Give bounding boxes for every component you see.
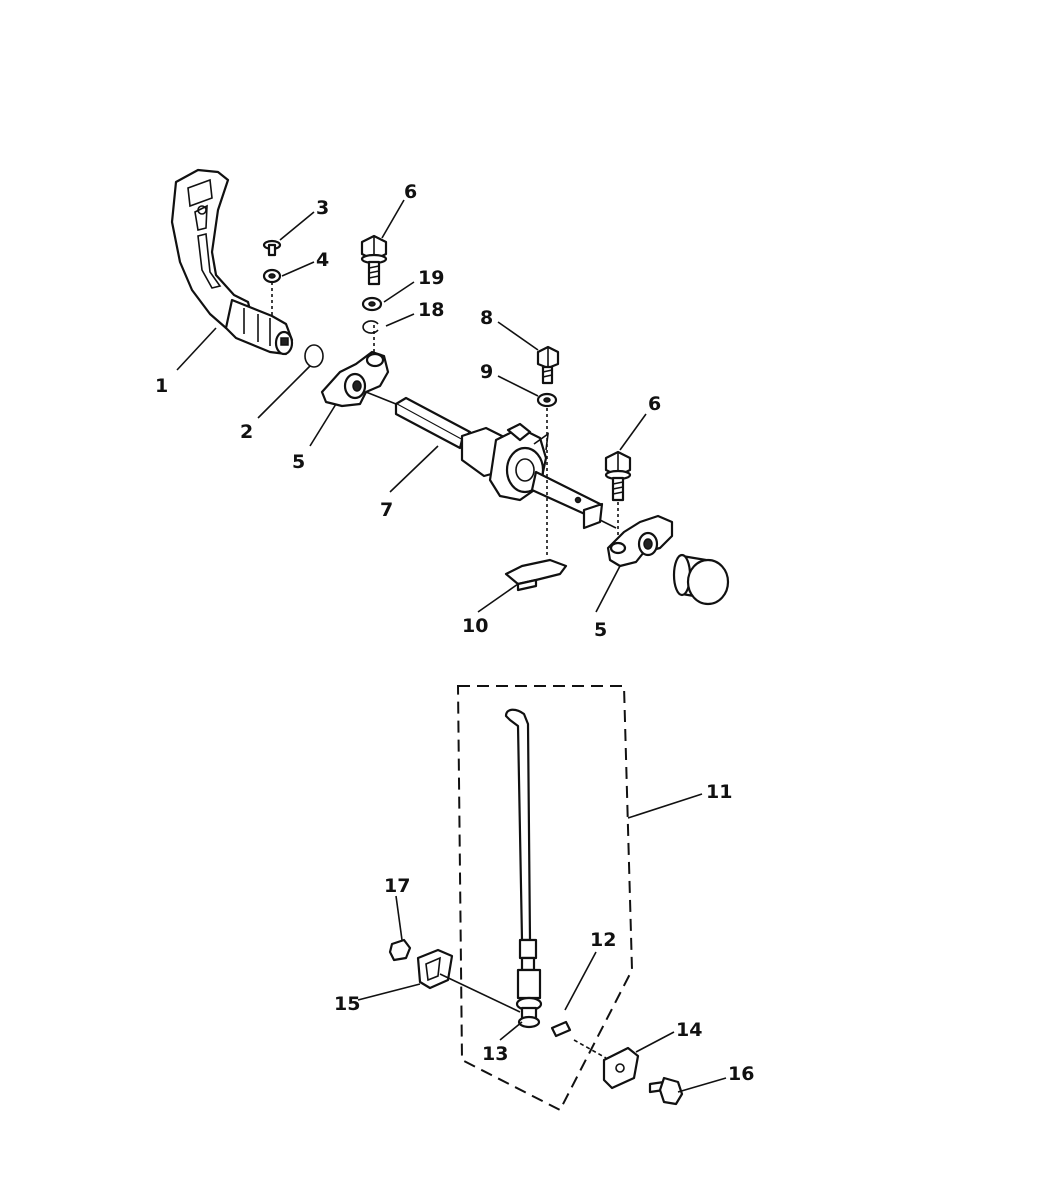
part-8-bolt [536,345,560,385]
part-10-plate [504,558,568,592]
kit-outline-11 [456,685,634,1112]
callout-9: 9 [480,361,493,383]
callout-5-left: 5 [292,451,305,473]
callout-19: 19 [418,267,444,289]
part-7-shift-shaft [365,391,617,530]
part-15-clip [416,948,521,1013]
callout-6-right: 6 [648,393,661,415]
part-12-pin [550,1020,572,1038]
part-19-washer [361,296,383,312]
part-9-washer [536,392,558,556]
callout-14: 14 [676,1019,702,1041]
callout-numbers: 1 2 3 4 5 5 6 6 7 8 9 10 11 12 13 14 15 … [155,181,754,1085]
part-5-bracket-right [606,514,674,568]
part-2-o-ring [304,344,324,368]
part-6-bolt-right [604,450,632,540]
callout-5-right: 5 [594,619,607,641]
part-3-screw [262,239,282,318]
callout-10: 10 [462,615,488,637]
callout-13: 13 [482,1043,508,1065]
callout-18: 18 [418,299,444,321]
part-6-bolt-upper [360,234,388,352]
callout-2: 2 [240,421,253,443]
part-5-bracket-left [320,350,390,408]
part-11-cable [504,708,543,1029]
callout-11: 11 [706,781,732,803]
part-17-nut [388,938,412,962]
callout-17: 17 [384,875,410,897]
callout-8: 8 [480,307,493,329]
callout-1: 1 [155,375,168,397]
part-16-bolt [648,1076,684,1106]
leader-lines [176,199,727,1093]
callout-6-upper: 6 [404,181,417,203]
part-14-clip [573,1039,640,1090]
callout-15: 15 [334,993,360,1015]
part-1-shift-lever [170,168,294,356]
callout-12: 12 [590,929,616,951]
bushing-cap [672,553,730,606]
callout-4: 4 [316,249,329,271]
callout-7: 7 [380,499,393,521]
callout-16: 16 [728,1063,754,1085]
part-18-e-clip [362,320,379,334]
part-4-washer [262,268,282,284]
callout-3: 3 [316,197,329,219]
